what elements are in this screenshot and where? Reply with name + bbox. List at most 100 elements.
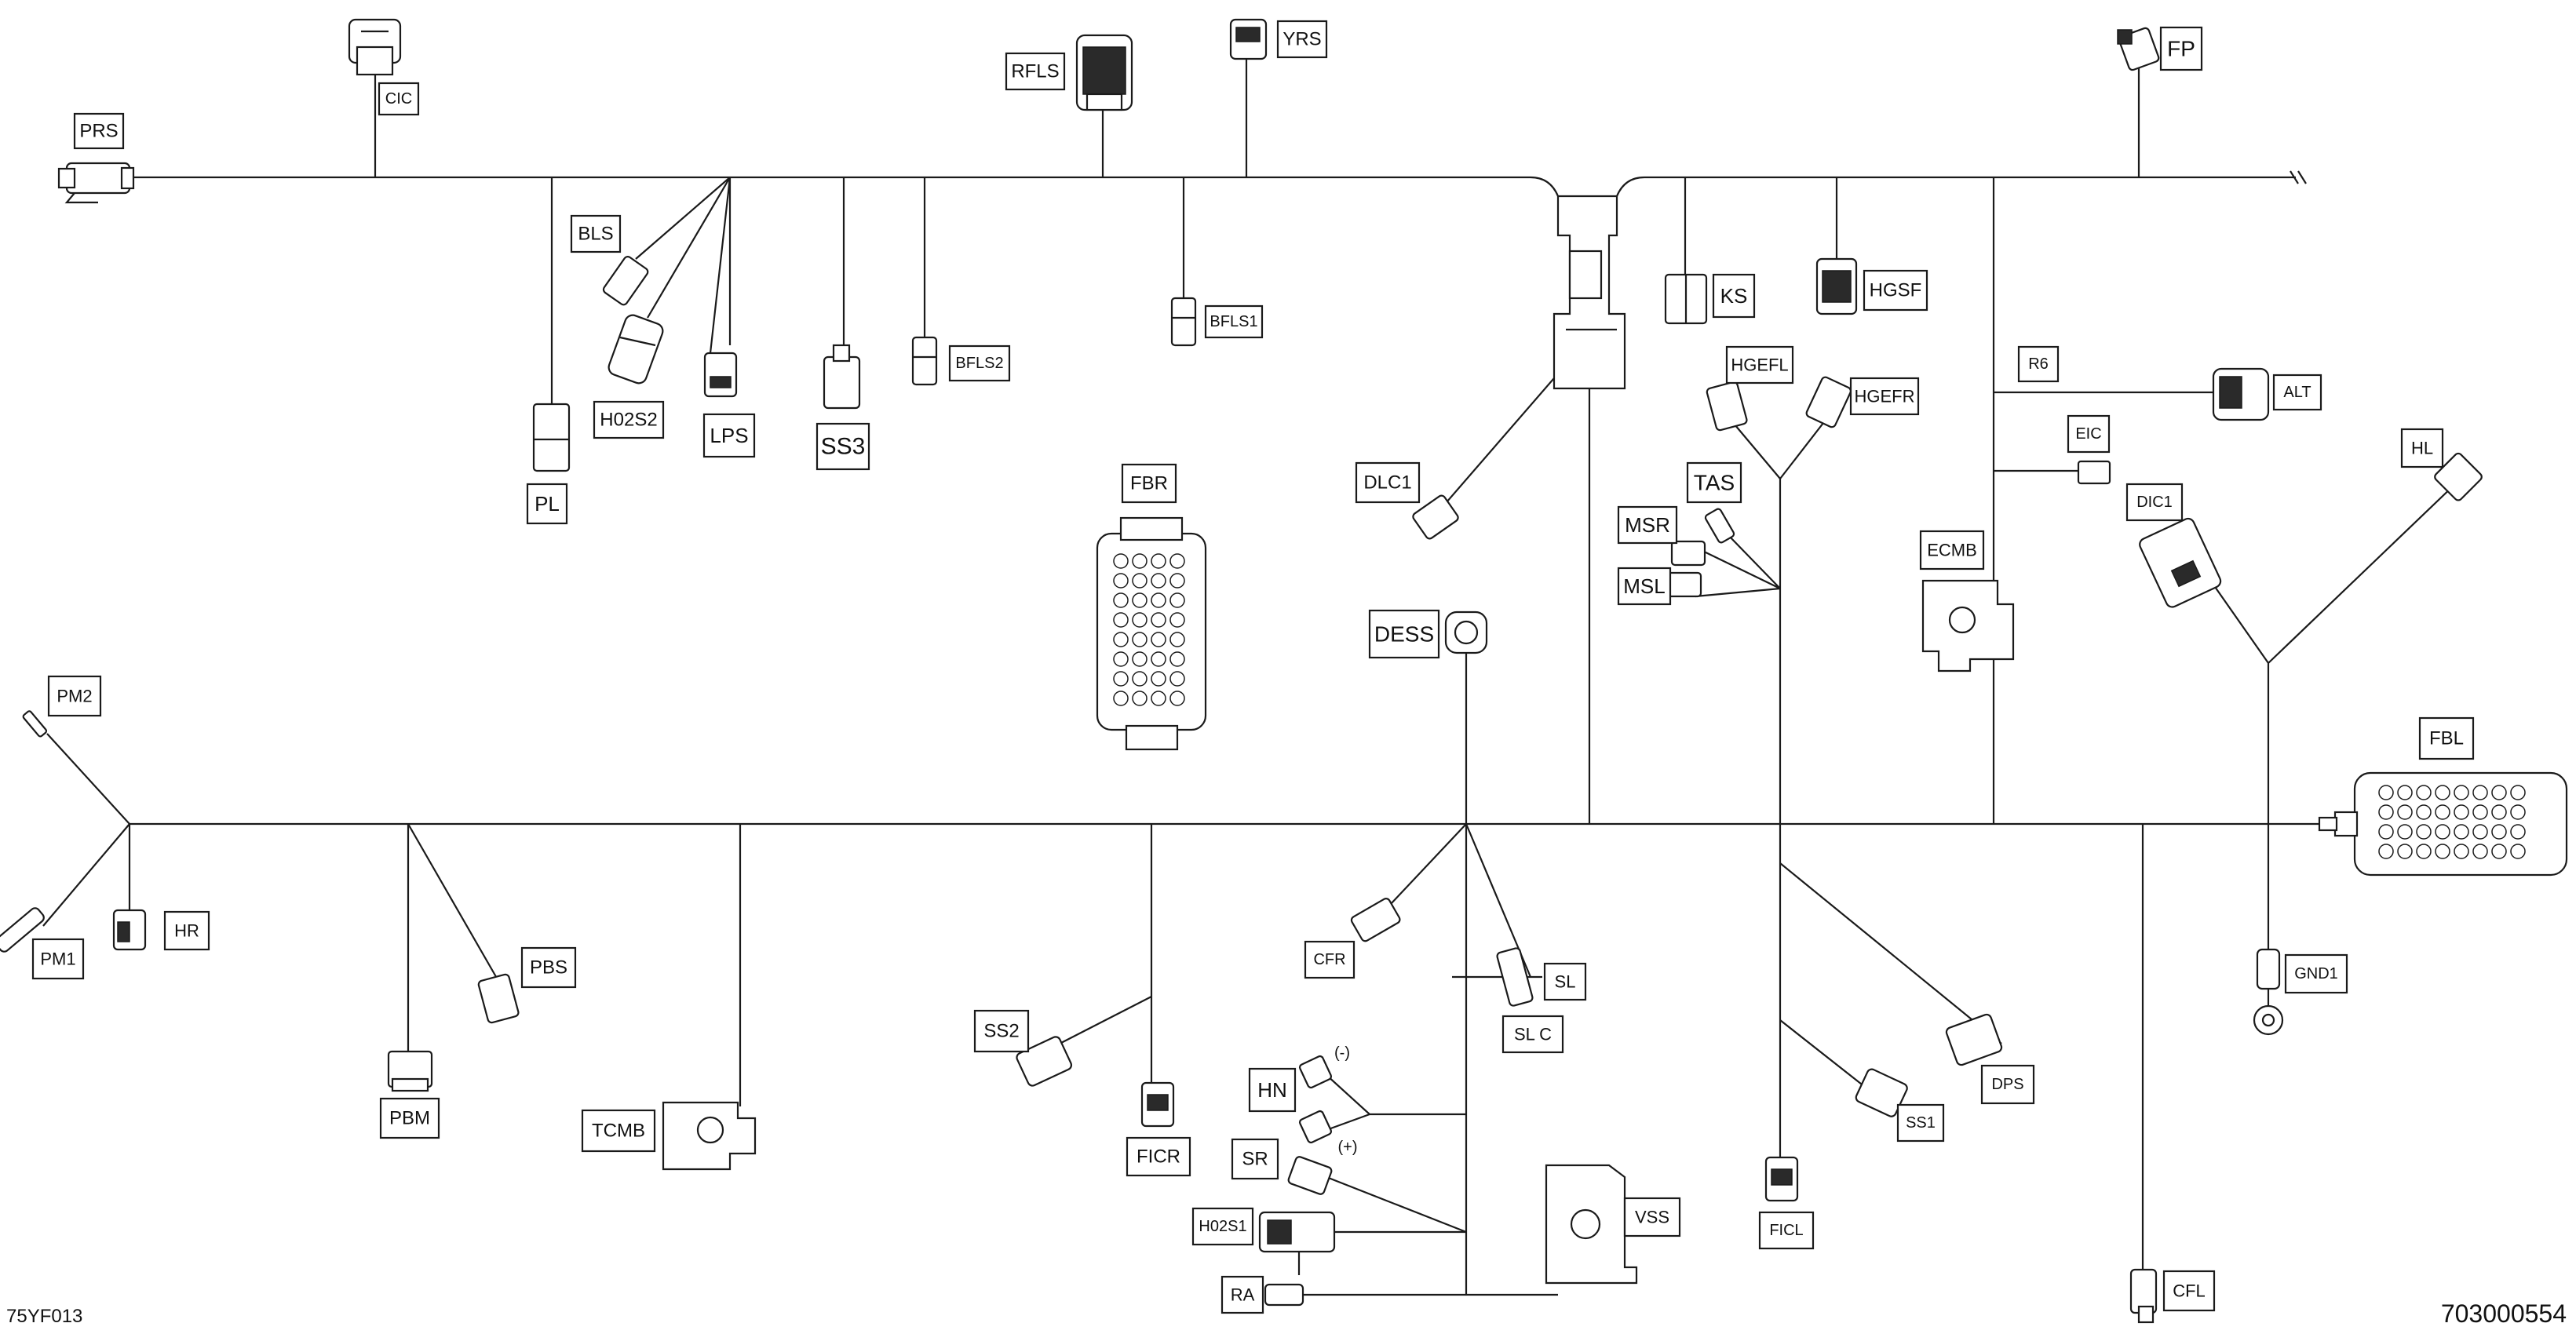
label-ficr: FICR bbox=[1126, 1136, 1191, 1177]
msl-connector-icon bbox=[1666, 540, 1706, 598]
svg-text:HL: HL bbox=[2411, 439, 2433, 458]
svg-text:BLS: BLS bbox=[578, 224, 613, 245]
label-ficl: FICL bbox=[1758, 1211, 1815, 1250]
svg-text:PM2: PM2 bbox=[57, 687, 92, 706]
cfr-connector-icon bbox=[1350, 898, 1401, 942]
yrs-connector-icon bbox=[1229, 18, 1268, 60]
svg-text:FBR: FBR bbox=[1130, 473, 1168, 494]
label-ss3: SS3 bbox=[815, 422, 870, 471]
svg-text:HGEFL: HGEFL bbox=[1731, 355, 1788, 375]
hn-pos-connector-icon bbox=[1298, 1110, 1333, 1144]
label-dess: DESS bbox=[1368, 609, 1440, 659]
label-bfls2: BFLS2 bbox=[948, 344, 1011, 382]
fbl-fuse-box-icon bbox=[2318, 771, 2568, 877]
label-h02s2: H02S2 bbox=[593, 400, 665, 439]
label-ss1: SS1 bbox=[1896, 1103, 1945, 1143]
label-pl: PL bbox=[526, 483, 568, 525]
label-msl: MSL bbox=[1617, 567, 1672, 606]
svg-text:BFLS1: BFLS1 bbox=[1210, 313, 1257, 330]
label-ra: RA bbox=[1220, 1275, 1264, 1314]
label-fbr: FBR bbox=[1121, 463, 1177, 504]
prs-connector-icon bbox=[57, 162, 135, 204]
svg-text:SS1: SS1 bbox=[1906, 1114, 1936, 1132]
svg-text:VSS: VSS bbox=[1635, 1208, 1669, 1227]
pl-connector-icon bbox=[532, 403, 571, 472]
svg-text:CIC: CIC bbox=[385, 90, 412, 108]
label-dlc1: DLC1 bbox=[1355, 461, 1421, 504]
svg-text:FICR: FICR bbox=[1137, 1146, 1180, 1168]
hgefl-connector-icon bbox=[1706, 381, 1748, 432]
label-rfls: RFLS bbox=[1005, 52, 1066, 91]
label-fp: FP bbox=[2159, 26, 2203, 71]
svg-text:DESS: DESS bbox=[1374, 622, 1434, 647]
svg-text:MSL: MSL bbox=[1623, 574, 1665, 598]
pbm-connector-icon bbox=[387, 1050, 433, 1092]
label-cfr: CFR bbox=[1304, 940, 1356, 979]
svg-text:HGEFR: HGEFR bbox=[1855, 387, 1915, 406]
label-hn-pos: (+) bbox=[1338, 1139, 1358, 1156]
svg-text:PBM: PBM bbox=[389, 1108, 430, 1129]
alt-connector-icon bbox=[2212, 367, 2270, 421]
ficl-connector-icon bbox=[1764, 1156, 1799, 1202]
rfls-connector-icon bbox=[1075, 34, 1133, 111]
drawing-code-left: 75YF013 bbox=[6, 1306, 83, 1327]
svg-text:LPS: LPS bbox=[710, 424, 748, 447]
label-hn-neg: (-) bbox=[1334, 1044, 1350, 1062]
lps-connector-icon bbox=[703, 352, 738, 398]
label-prs: PRS bbox=[73, 112, 125, 150]
label-ecmb: ECMB bbox=[1919, 530, 1985, 570]
cic-connector-icon bbox=[348, 18, 402, 76]
label-sr: SR bbox=[1231, 1138, 1279, 1180]
svg-text:HN: HN bbox=[1257, 1078, 1287, 1102]
label-ss2: SS2 bbox=[973, 1009, 1030, 1053]
label-tas: TAS bbox=[1686, 461, 1742, 504]
label-vss: VSS bbox=[1623, 1197, 1681, 1237]
label-hgefl: HGEFL bbox=[1725, 345, 1794, 385]
pbs-connector-icon bbox=[477, 973, 520, 1024]
label-pm1: PM1 bbox=[31, 938, 85, 980]
h02s1-connector-icon bbox=[1258, 1211, 1336, 1275]
label-pbm: PBM bbox=[379, 1097, 440, 1139]
tcmb-connector-icon bbox=[662, 1101, 757, 1171]
label-sl: SL bbox=[1543, 962, 1587, 1001]
svg-text:ALT: ALT bbox=[2283, 384, 2311, 401]
svg-text:CFR: CFR bbox=[1313, 951, 1345, 968]
msr-connector-icon bbox=[1704, 508, 1735, 544]
svg-text:DPS: DPS bbox=[1991, 1076, 2023, 1093]
ks-connector-icon bbox=[1664, 273, 1708, 325]
cfl-connector-icon bbox=[2129, 1268, 2158, 1324]
ss3-connector-icon bbox=[823, 344, 861, 410]
label-bls: BLS bbox=[570, 214, 622, 253]
h02s2-connector-icon bbox=[608, 314, 664, 385]
gnd1-ring-terminal-icon bbox=[2253, 948, 2284, 1036]
bfls2-connector-icon bbox=[911, 336, 938, 386]
label-yrs: YRS bbox=[1276, 20, 1328, 59]
svg-text:H02S2: H02S2 bbox=[600, 410, 657, 431]
label-msr: MSR bbox=[1617, 505, 1678, 545]
sr-connector-icon bbox=[1287, 1156, 1333, 1195]
label-fbl: FBL bbox=[2418, 716, 2475, 760]
svg-text:FICL: FICL bbox=[1769, 1222, 1803, 1239]
dps-connector-icon bbox=[1945, 1013, 2003, 1066]
svg-text:SS2: SS2 bbox=[983, 1021, 1019, 1042]
dlc1-connector-icon bbox=[1412, 494, 1459, 540]
drawing-code-right: 703000554 bbox=[2440, 1299, 2567, 1328]
hgsf-connector-icon bbox=[1815, 257, 1858, 315]
connector-shapes bbox=[0, 18, 2568, 1324]
svg-text:FP: FP bbox=[2167, 37, 2195, 61]
label-hgsf: HGSF bbox=[1863, 269, 1928, 312]
svg-text:RFLS: RFLS bbox=[1011, 61, 1059, 82]
ecmb-connector-icon bbox=[1921, 579, 2015, 672]
vss-sensor-icon bbox=[1545, 1164, 1638, 1285]
svg-text:MSR: MSR bbox=[1625, 513, 1670, 537]
label-tcmb: TCMB bbox=[581, 1109, 656, 1153]
label-hn: HN bbox=[1248, 1067, 1297, 1113]
svg-text:SS3: SS3 bbox=[821, 434, 866, 460]
svg-text:RA: RA bbox=[1231, 1285, 1255, 1305]
svg-text:KS: KS bbox=[1720, 284, 1748, 308]
label-cic: CIC bbox=[378, 82, 420, 116]
svg-text:SR: SR bbox=[1242, 1149, 1268, 1170]
hl-connector-icon bbox=[2434, 452, 2483, 501]
ss1-connector-icon bbox=[1855, 1068, 1908, 1117]
pm1-connector-icon bbox=[0, 907, 45, 953]
